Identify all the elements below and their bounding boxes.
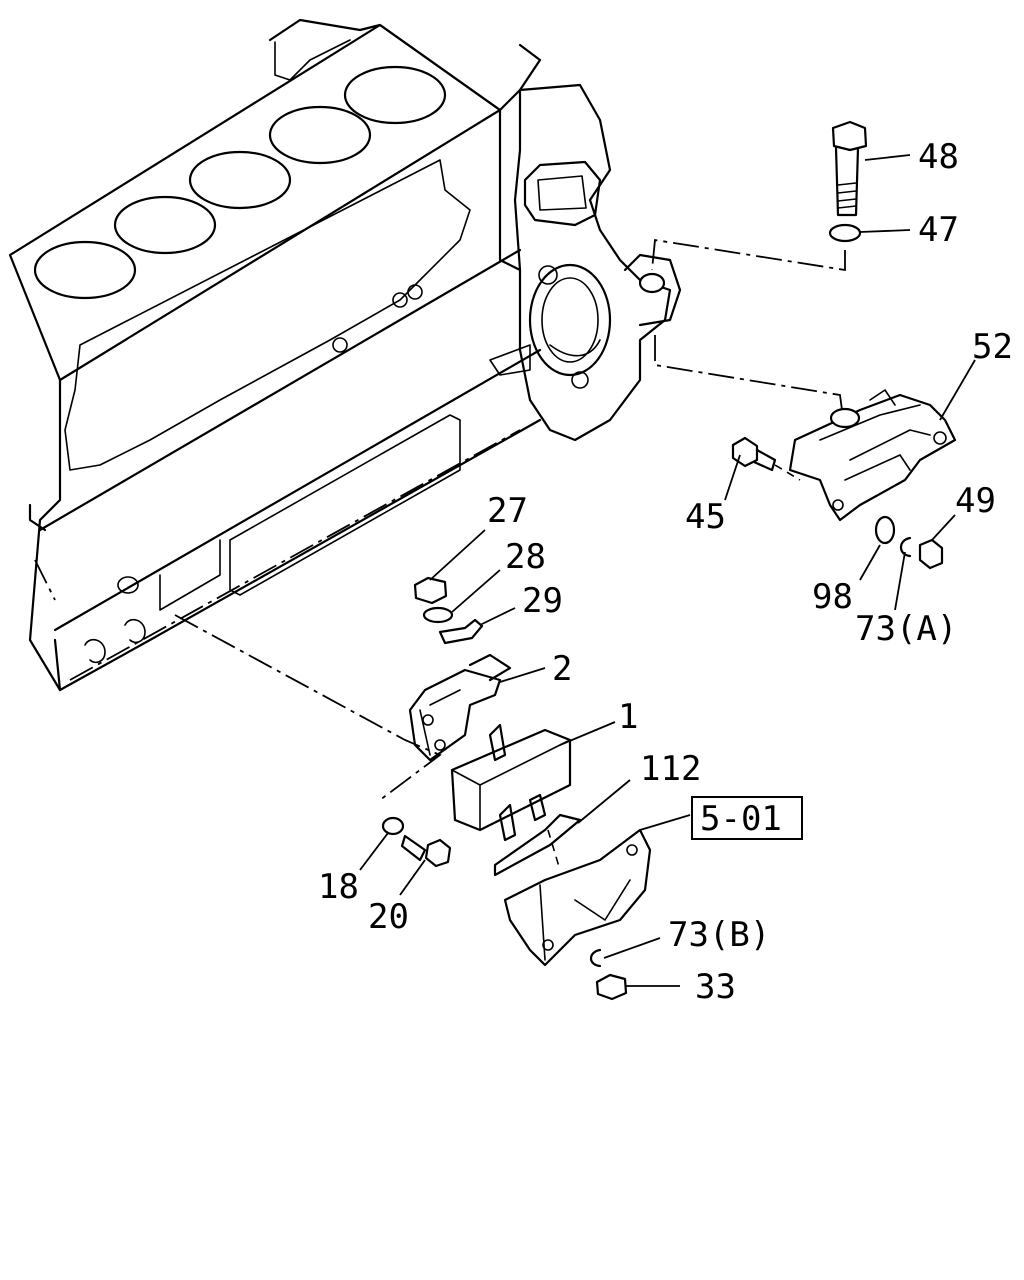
callout-28: 28 xyxy=(505,537,546,577)
callout-45: 45 xyxy=(685,497,726,537)
frame-bracket xyxy=(503,828,652,967)
washer-98 xyxy=(874,515,896,545)
callout-20: 20 xyxy=(368,897,409,937)
bolt-20 xyxy=(400,834,452,868)
front-bracket-2 xyxy=(408,653,512,762)
nut-33 xyxy=(595,973,628,1001)
callout-33: 33 xyxy=(695,967,736,1007)
plate-29 xyxy=(438,618,484,645)
reference-label: 5-01 xyxy=(700,799,782,839)
nut-27 xyxy=(413,576,448,605)
callout-18: 18 xyxy=(318,867,359,907)
callout-48: 48 xyxy=(918,137,959,177)
callout-73a: 73(A) xyxy=(855,609,957,649)
callout-52: 52 xyxy=(972,327,1013,367)
rear-mount-bracket-52 xyxy=(788,389,957,522)
callout-27: 27 xyxy=(487,491,528,531)
engine-block xyxy=(8,18,682,692)
washer-18 xyxy=(381,816,405,836)
washer-47 xyxy=(828,223,862,243)
leader-lines xyxy=(359,154,976,987)
bolt-45 xyxy=(731,436,777,472)
washer-28 xyxy=(422,606,454,624)
callout-73b: 73(B) xyxy=(668,915,770,955)
callout-47: 47 xyxy=(918,210,959,250)
reference-box xyxy=(691,796,803,840)
rubber-mount-1 xyxy=(450,723,572,842)
lock-washer-73a xyxy=(899,536,912,558)
lock-washer-73b xyxy=(589,948,602,968)
stopper-plate-112 xyxy=(493,813,582,877)
callout-29: 29 xyxy=(522,581,563,621)
nut-49 xyxy=(918,538,944,570)
callout-49: 49 xyxy=(955,481,996,521)
bolt-48 xyxy=(831,120,868,217)
callout-112: 112 xyxy=(640,749,701,789)
callout-2: 2 xyxy=(552,649,572,689)
callout-1: 1 xyxy=(618,697,638,737)
callout-98: 98 xyxy=(812,577,853,617)
callout-labels: 48 47 52 45 49 98 73(A) 27 28 29 2 1 112… xyxy=(318,137,1013,1007)
